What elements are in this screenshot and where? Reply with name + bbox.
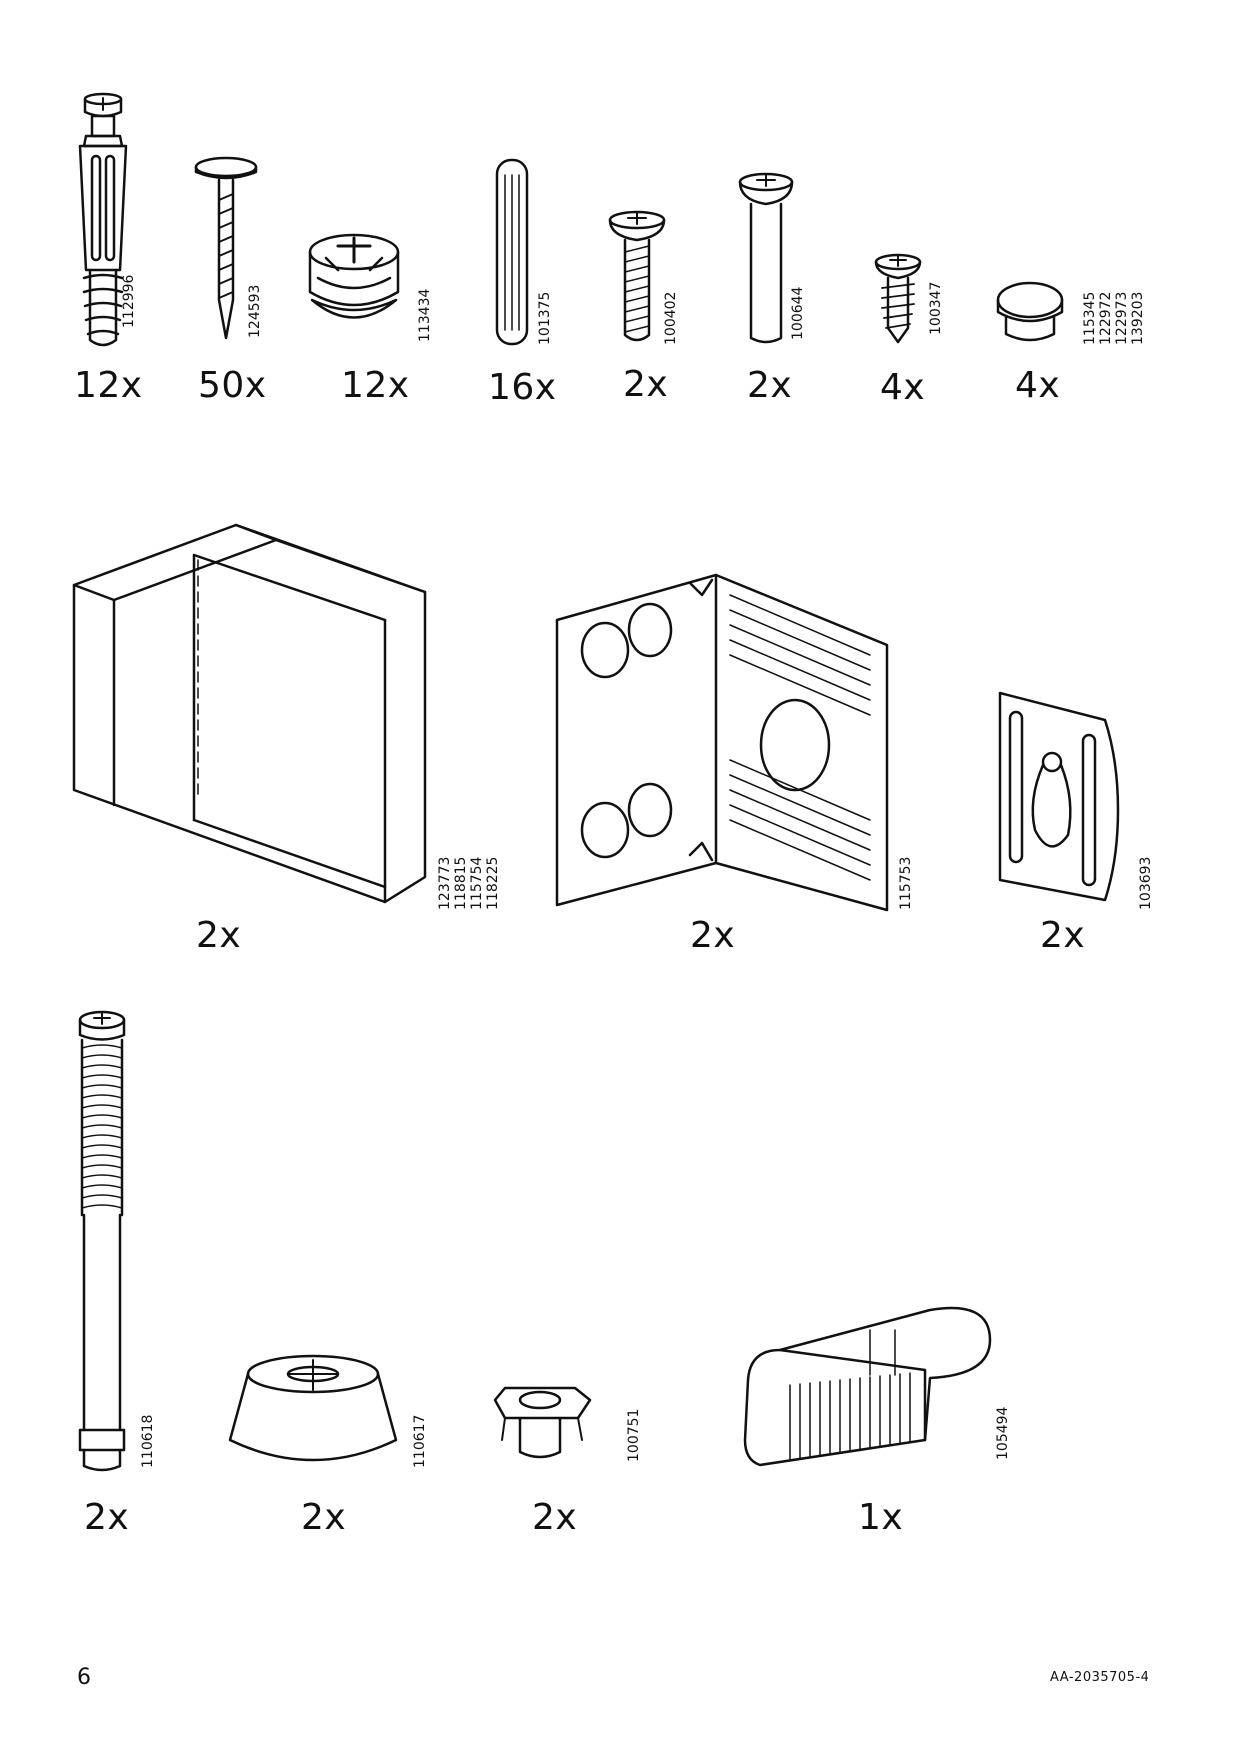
part-number-100644: 100644 xyxy=(790,286,806,340)
tee-nut-illustration xyxy=(493,1386,592,1459)
cam-lock-illustration xyxy=(308,233,400,319)
part-number-101375: 101375 xyxy=(537,291,553,345)
part-number-100751: 100751 xyxy=(626,1408,642,1462)
wedge-clip-illustration xyxy=(743,1306,992,1467)
quantity-100402: 2x xyxy=(623,364,669,405)
angle-bracket-illustration xyxy=(555,573,889,912)
part-number-115753: 115753 xyxy=(898,856,914,910)
part-number-112996: 112996 xyxy=(121,274,137,328)
quantity-100751: 2x xyxy=(532,1497,578,1538)
quantity-112996: 12x xyxy=(74,365,143,406)
keyhole-plate-illustration xyxy=(998,691,1120,902)
part-number-100347: 100347 xyxy=(928,281,944,335)
part-number-124593: 124593 xyxy=(247,284,263,338)
quantity-123773-group: 2x xyxy=(196,915,242,956)
document-id: AA-2035705-4 xyxy=(1050,1670,1150,1685)
part-number-103693: 103693 xyxy=(1138,856,1154,910)
machine-screw-illustration xyxy=(608,210,666,342)
quantity-110617: 2x xyxy=(301,1497,347,1538)
part-number-113434: 113434 xyxy=(417,288,433,342)
quantity-115753: 2x xyxy=(690,915,736,956)
corner-block-illustration xyxy=(72,523,427,904)
quantity-115345-group: 4x xyxy=(1015,365,1061,406)
part-number-110617: 110617 xyxy=(412,1414,428,1468)
quantity-100347: 4x xyxy=(880,367,926,408)
nail-illustration xyxy=(194,156,258,340)
quantity-110618: 2x xyxy=(84,1497,130,1538)
long-threaded-bolt-illustration xyxy=(78,1010,126,1472)
quantity-124593: 50x xyxy=(198,365,267,406)
part-number-100402: 100402 xyxy=(663,291,679,345)
part-number-110618: 110618 xyxy=(140,1414,156,1468)
page-number: 6 xyxy=(77,1665,91,1690)
cover-cap-illustration xyxy=(996,281,1064,342)
short-screw-illustration xyxy=(874,253,922,344)
quantity-103693: 2x xyxy=(1040,915,1086,956)
wooden-dowel-illustration xyxy=(495,158,529,346)
pin-bolt-illustration xyxy=(738,172,794,344)
quantity-113434: 12x xyxy=(341,365,410,406)
cam-bolt-sleeve-illustration xyxy=(78,92,128,347)
furniture-foot-illustration xyxy=(228,1354,398,1462)
quantity-100644: 2x xyxy=(747,365,793,406)
quantity-101375: 16x xyxy=(488,367,557,408)
quantity-105494: 1x xyxy=(858,1497,904,1538)
part-number-105494: 105494 xyxy=(995,1406,1011,1460)
